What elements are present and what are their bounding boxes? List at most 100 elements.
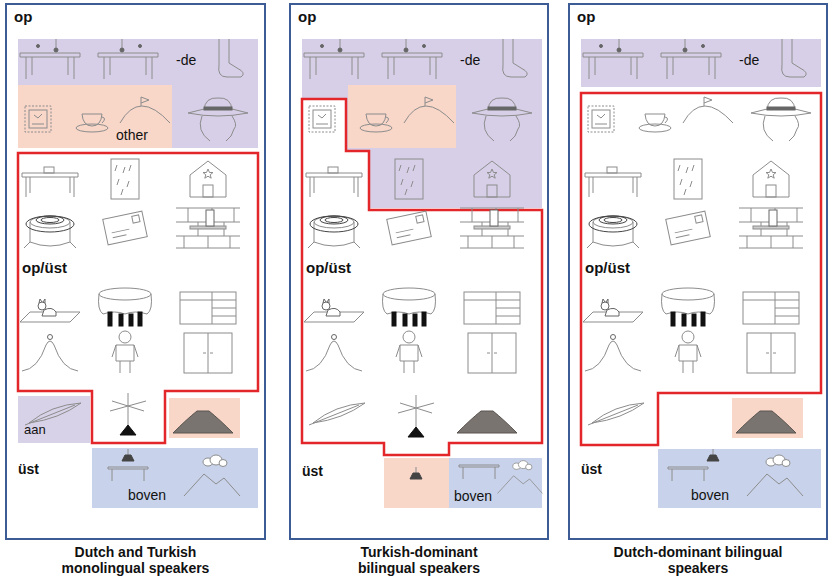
icon-line [487, 333, 497, 373]
icon-line [585, 173, 641, 197]
icon-shape [332, 335, 337, 340]
icon-line [404, 106, 454, 123]
region-fill [18, 39, 258, 148]
desk-icon [180, 292, 236, 324]
volcano-icon [736, 411, 796, 433]
icon-shape [604, 218, 622, 223]
icon-line [120, 106, 170, 123]
panel-illustrations [20, 39, 248, 496]
icon-shape [682, 314, 686, 326]
icon-line [459, 465, 499, 479]
icon-shape [413, 314, 417, 326]
icon-line [683, 106, 733, 123]
icon-shape [692, 314, 696, 326]
other-shade [732, 398, 803, 438]
icon-shape [599, 216, 627, 224]
outlined-region: op/üst [302, 99, 542, 455]
icon-line [102, 117, 105, 123]
icon-shape [328, 167, 338, 173]
icon-line [219, 39, 244, 77]
icon-shape [490, 210, 498, 226]
text-holder: op/üst [585, 259, 630, 276]
hang-table-icon [382, 39, 442, 79]
icon-shape [219, 460, 227, 467]
stump-icon [587, 216, 639, 248]
icon-line [190, 161, 226, 197]
volcano-icon [173, 411, 233, 433]
icon-shape [683, 48, 687, 52]
icon-shape [423, 45, 426, 48]
icon-line [595, 114, 607, 124]
region-label: -de [739, 52, 759, 68]
icon-shape [766, 185, 776, 197]
shelf-icon [739, 208, 803, 248]
cat-icon [20, 299, 80, 322]
hill-icon [683, 97, 733, 123]
shaded-region: boven [92, 448, 258, 508]
icon-shape [99, 288, 151, 300]
icon-shape [464, 292, 520, 324]
icon-line [399, 165, 415, 195]
icon-shape [767, 107, 795, 110]
icon-shape [601, 302, 609, 310]
text-holder: üst [18, 461, 39, 477]
icon-line [141, 97, 149, 106]
boy-icon [112, 331, 138, 373]
hill-icon [404, 97, 454, 123]
mt-cloud-icon [498, 461, 543, 494]
icon-shape [338, 48, 342, 52]
house-icon [190, 161, 226, 197]
icon-line [474, 161, 510, 197]
table-icon [22, 167, 78, 197]
text-holder: op [14, 8, 32, 25]
text-holder: boven [691, 487, 729, 503]
icon-line [316, 114, 328, 124]
text-holder: other [116, 127, 148, 143]
region-label: boven [454, 488, 492, 504]
feather-icon [588, 403, 644, 425]
icon-shape [25, 106, 51, 132]
panel-heading: op [298, 8, 316, 25]
region-outline [18, 153, 258, 443]
icon-line [366, 114, 386, 126]
icon-shape [404, 48, 408, 52]
envelope-icon [387, 211, 432, 245]
icon-shape [782, 460, 790, 467]
icon-line [188, 108, 248, 116]
hang-table-icon [20, 39, 80, 79]
icon-shape [589, 216, 637, 232]
icon-shape [138, 312, 142, 326]
region-label: boven [691, 487, 729, 503]
icon-shape [38, 302, 46, 310]
window-icon [395, 159, 423, 199]
other-shade [169, 398, 240, 438]
icon-line [766, 333, 776, 373]
region-outline [302, 99, 542, 455]
icon-line [484, 116, 519, 141]
icon-shape [695, 215, 703, 223]
region-shape [581, 39, 821, 87]
icon-line [98, 53, 158, 79]
icon-line [662, 294, 715, 314]
icon-line [184, 474, 240, 496]
icon-line [25, 405, 75, 425]
region-label: aan [24, 423, 46, 438]
region-shape [18, 85, 172, 148]
icon-line [747, 474, 803, 496]
region-shape [302, 99, 542, 455]
icon-shape [119, 314, 123, 326]
stamp-icon [25, 106, 51, 132]
icon-shape [120, 48, 124, 52]
icon-line [306, 173, 362, 197]
icon-line [115, 165, 131, 195]
text-holder: op [577, 8, 595, 25]
stump-icon [24, 216, 76, 248]
icon-shape [607, 167, 617, 173]
icon-line [713, 449, 714, 455]
region-fill [18, 85, 172, 148]
boy-icon [675, 331, 701, 373]
icon-shape [403, 331, 415, 343]
region-fill [302, 39, 542, 208]
icon-line [665, 117, 668, 123]
